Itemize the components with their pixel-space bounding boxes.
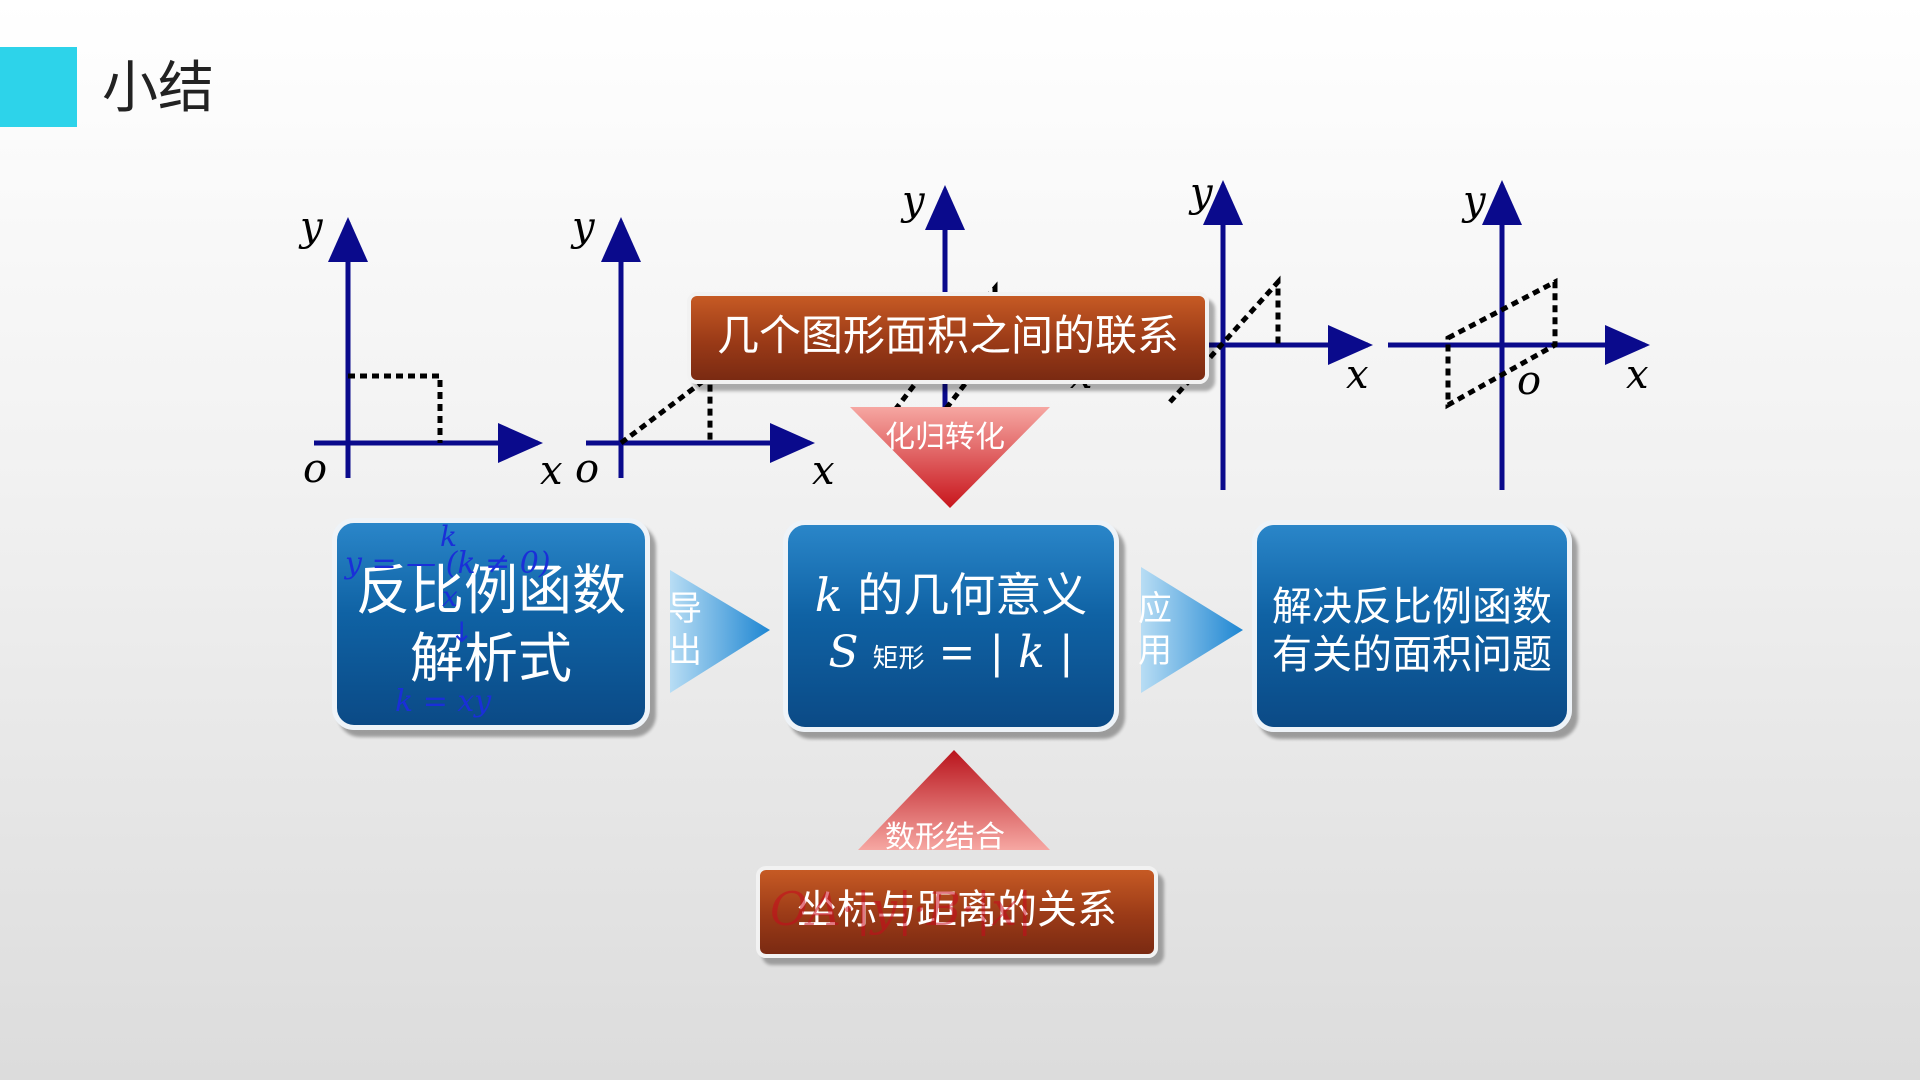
box-left-line2: 解析式 [410,627,572,690]
box-right-line1: 解决反比例函数 [1272,584,1552,630]
k-variable: k [814,568,843,622]
banner-coordinate-distance: 坐标与距离的关系 [756,866,1158,958]
formula-arrow: ↓ [450,616,474,649]
graph-4-x-label: x [1346,352,1369,398]
arrow-derive-label: 导出 [668,589,702,671]
box-center-line2: S 矩形 = | k | [788,625,1114,687]
box-left-line1: 反比例函数 [356,559,626,622]
graph-1-rectangle [314,217,543,478]
formula-main: y = — (k ≠ 0) [345,546,551,581]
graph-1-origin-label: o [303,446,328,492]
graph-2-y-label: y [572,204,595,250]
formula-k-equals-xy: k = xy [395,684,492,719]
graph-1-y-label: y [300,204,323,250]
box-center-line1: k 的几何意义 [788,567,1114,623]
title-accent-bar [0,47,77,127]
graph-2-x-label: x [812,448,835,494]
arrow-up-combine [858,750,1050,850]
graph-5-origin-label: o [1517,358,1542,404]
graph-3-y-label: y [902,178,925,224]
banner-area-relations: 几个图形面积之间的联系 [687,292,1209,384]
graph-5-y-label: y [1463,178,1486,224]
arrow-down-reduce [850,407,1050,508]
graph-5-parallelogram [1388,180,1650,490]
box-k-meaning: k 的几何意义 S 矩形 = | k | [783,520,1119,732]
graph-1-x-label: x [540,448,563,494]
box-solve-area-problems: 解决反比例函数 有关的面积问题 [1252,520,1572,732]
graph-5-x-label: x [1626,352,1649,398]
box-inverse-function: 反比例函数 解析式 [332,518,650,730]
graph-4-y-label: y [1190,170,1213,216]
page-title: 小结 [102,56,214,121]
k-meaning-text: 的几何意义 [857,568,1088,622]
banner-coordinate-distance-label: 坐标与距离的关系 [797,887,1117,933]
arrow-right-apply [1141,567,1243,693]
arrow-down-label: 化归转化 [885,420,1005,455]
graph-2-origin-label: o [575,446,600,492]
box-right-line2: 有关的面积问题 [1272,632,1552,678]
formula-x-denominator: x [442,580,458,613]
arrow-up-label: 数形结合 [885,820,1005,855]
s-variable: S [828,627,859,678]
s-subscript: 矩形 [872,644,925,674]
coordinate-overlay-formula: OA·|y|·B·|x| [770,882,1033,936]
abs-k-expression: = | k | [938,627,1074,678]
arrow-right-derive [670,570,770,693]
formula-k-numerator: k [440,520,457,553]
arrow-apply-label: 应用 [1138,589,1172,671]
